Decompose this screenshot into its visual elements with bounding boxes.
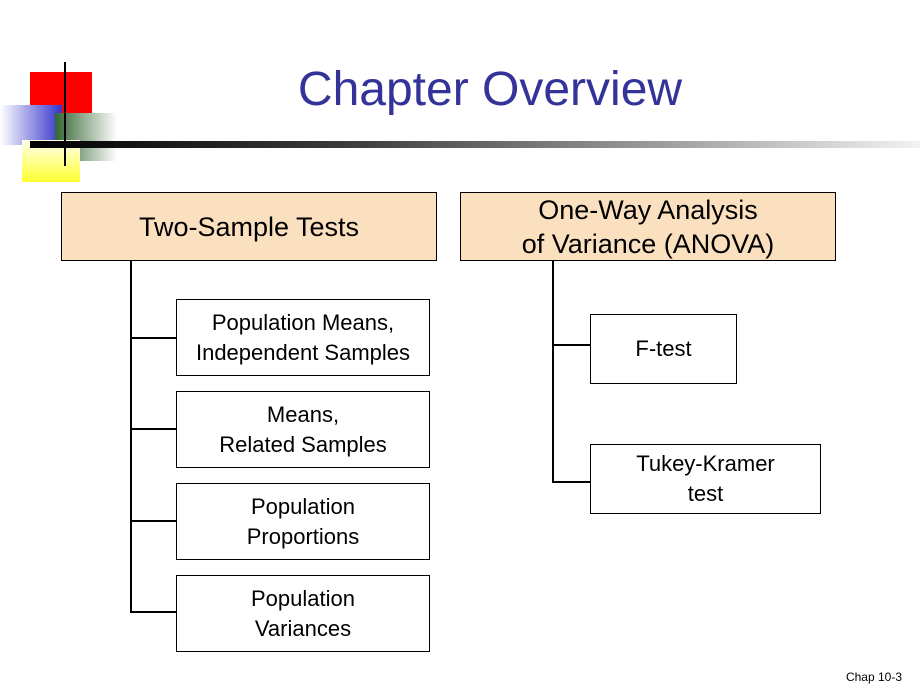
decor-vertical-line xyxy=(64,62,66,166)
right-connector-2 xyxy=(552,481,590,483)
tukey-kramer-box: Tukey-Kramer test xyxy=(590,444,821,514)
population-variances-box: Population Variances xyxy=(176,575,430,652)
f-test-box: F-test xyxy=(590,314,737,384)
decor-blue-square xyxy=(0,105,62,145)
right-connector-1 xyxy=(552,344,590,346)
left-connector-1 xyxy=(130,337,176,339)
means-related-samples-box: Means, Related Samples xyxy=(176,391,430,468)
left-connector-4 xyxy=(130,611,176,613)
left-connector-vertical xyxy=(130,261,132,613)
left-connector-2 xyxy=(130,428,176,430)
two-sample-tests-box: Two-Sample Tests xyxy=(61,192,437,261)
left-connector-3 xyxy=(130,520,176,522)
title-rule xyxy=(30,141,920,148)
slide-footer: Chap 10-3 xyxy=(845,670,902,684)
anova-box: One-Way Analysis of Variance (ANOVA) xyxy=(460,192,836,261)
right-connector-vertical xyxy=(552,261,554,483)
slide-title: Chapter Overview xyxy=(297,63,683,116)
population-means-independent-box: Population Means, Independent Samples xyxy=(176,299,430,376)
population-proportions-box: Population Proportions xyxy=(176,483,430,560)
